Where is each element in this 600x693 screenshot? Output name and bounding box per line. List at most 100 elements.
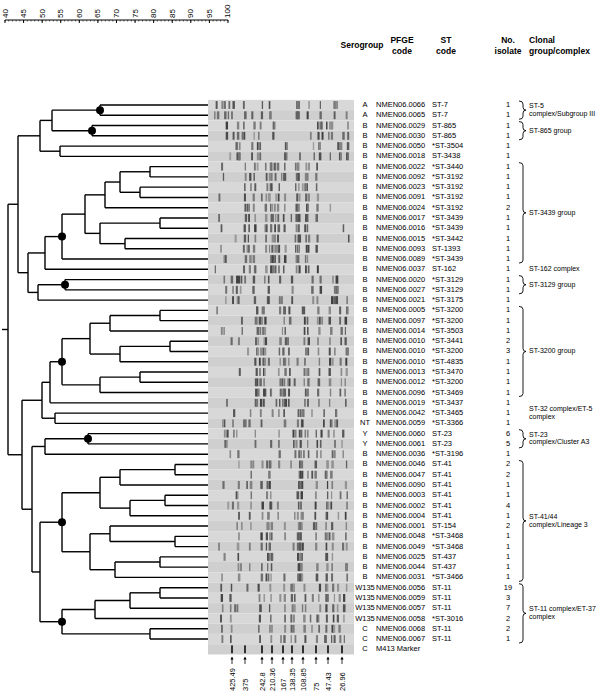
gel-band <box>284 399 285 407</box>
serogroup-cell: Y <box>350 439 380 449</box>
gel-band <box>301 522 303 530</box>
st-code-cell: ST-41 <box>432 470 452 480</box>
isolate-count-cell: 1 <box>493 254 523 264</box>
axis-minor-tick <box>94 20 95 22</box>
gel-band <box>253 173 254 181</box>
axis-minor-tick <box>112 20 113 22</box>
gel-band <box>326 573 328 581</box>
gel-band <box>238 152 240 160</box>
pfge-code-cell: NMEN06.0046 <box>376 459 425 469</box>
axis-tick-label: 45 <box>19 9 28 18</box>
serogroup-cell: B <box>350 203 380 213</box>
gel-band <box>274 224 276 232</box>
axis-minor-tick <box>34 20 35 22</box>
st-code-cell: ST-11 <box>432 624 451 634</box>
axis-minor-tick <box>187 20 188 22</box>
gel-band <box>235 235 237 243</box>
pfge-code-cell: NMEN06.0060 <box>376 429 425 439</box>
st-code-cell: *ST-3469 <box>432 388 463 398</box>
gel-band <box>284 327 286 335</box>
gel-band <box>267 296 269 304</box>
gel-band <box>246 204 248 212</box>
gel-band <box>297 173 300 181</box>
gel-band <box>298 204 300 212</box>
serogroup-cell: A <box>350 100 380 110</box>
pfge-code-cell: NMEN06.0010 <box>376 357 425 367</box>
serogroup-cell: Y <box>350 429 380 439</box>
gel-lane <box>208 603 354 613</box>
column-header: ST code <box>431 35 461 56</box>
gel-band <box>307 214 309 222</box>
gel-band <box>340 389 342 397</box>
gel-band <box>326 512 328 520</box>
gel-band <box>282 645 284 653</box>
clonal-group-label: ST-11 complex/ET-37 complex <box>529 606 597 621</box>
gel-band <box>298 502 300 510</box>
isolate-count-cell: 1 <box>493 357 523 367</box>
gel-band <box>318 625 320 633</box>
gel-band <box>322 132 324 140</box>
gel-band <box>270 594 271 602</box>
dendrogram-branch <box>62 213 85 214</box>
gel-band <box>238 450 240 458</box>
gel-band <box>346 296 347 304</box>
gel-band <box>244 276 246 284</box>
marker-size-label: 47.43 <box>324 672 333 691</box>
gel-band <box>320 430 322 438</box>
cluster-dot <box>58 618 66 626</box>
axis-minor-tick <box>27 20 28 22</box>
gel-band <box>331 573 333 581</box>
gel-band <box>346 522 347 530</box>
marker-arrow <box>272 658 273 664</box>
axis-minor-tick <box>123 20 124 22</box>
dendrogram-branch <box>150 638 208 639</box>
gel-band <box>287 378 289 386</box>
dendrogram-branch <box>95 600 130 601</box>
dendrogram-branch <box>85 194 105 195</box>
gel-band <box>268 296 270 304</box>
gel-band <box>259 615 261 623</box>
gel-band <box>315 645 317 653</box>
gel-band <box>221 101 223 109</box>
dendrogram-branch <box>8 204 18 205</box>
gel-band <box>291 276 293 284</box>
gel-band <box>249 265 251 273</box>
gel-band <box>269 111 272 119</box>
axis-tick-label: 65 <box>93 9 102 18</box>
serogroup-cell: B <box>350 346 380 356</box>
pfge-code-cell: NMEN06.0036 <box>376 449 425 459</box>
axis-minor-tick <box>135 20 136 22</box>
gel-band <box>284 615 286 623</box>
gel-band <box>291 645 293 653</box>
gel-band <box>279 276 281 284</box>
gel-band <box>259 152 261 160</box>
gel-band <box>241 317 243 325</box>
gel-band <box>284 173 287 181</box>
gel-band <box>244 224 246 232</box>
gel-band <box>270 502 272 510</box>
marker-arrow <box>316 658 317 664</box>
gel-band <box>271 563 273 571</box>
gel-band <box>347 306 349 314</box>
gel-lane <box>208 531 354 541</box>
gel-band <box>327 584 329 592</box>
gel-band <box>256 306 257 314</box>
axis-tick <box>227 20 228 23</box>
gel-band <box>319 358 320 366</box>
marker-arrow <box>292 658 293 664</box>
axis-line <box>5 20 228 21</box>
gel-band <box>334 296 336 304</box>
gel-band <box>289 368 291 376</box>
gel-band <box>326 471 328 479</box>
gel-band <box>297 573 298 581</box>
dendrogram-branch <box>120 361 208 362</box>
gel-band <box>279 306 281 314</box>
gel-band <box>279 378 282 386</box>
pfge-code-cell: NMEN06.0091 <box>376 192 425 202</box>
st-code-cell: ST-23 <box>432 439 452 449</box>
gel-band <box>275 173 277 181</box>
axis-tick-label: 55 <box>56 9 65 18</box>
gel-band <box>295 245 296 253</box>
gel-band <box>298 173 299 181</box>
gel-band <box>307 255 309 263</box>
